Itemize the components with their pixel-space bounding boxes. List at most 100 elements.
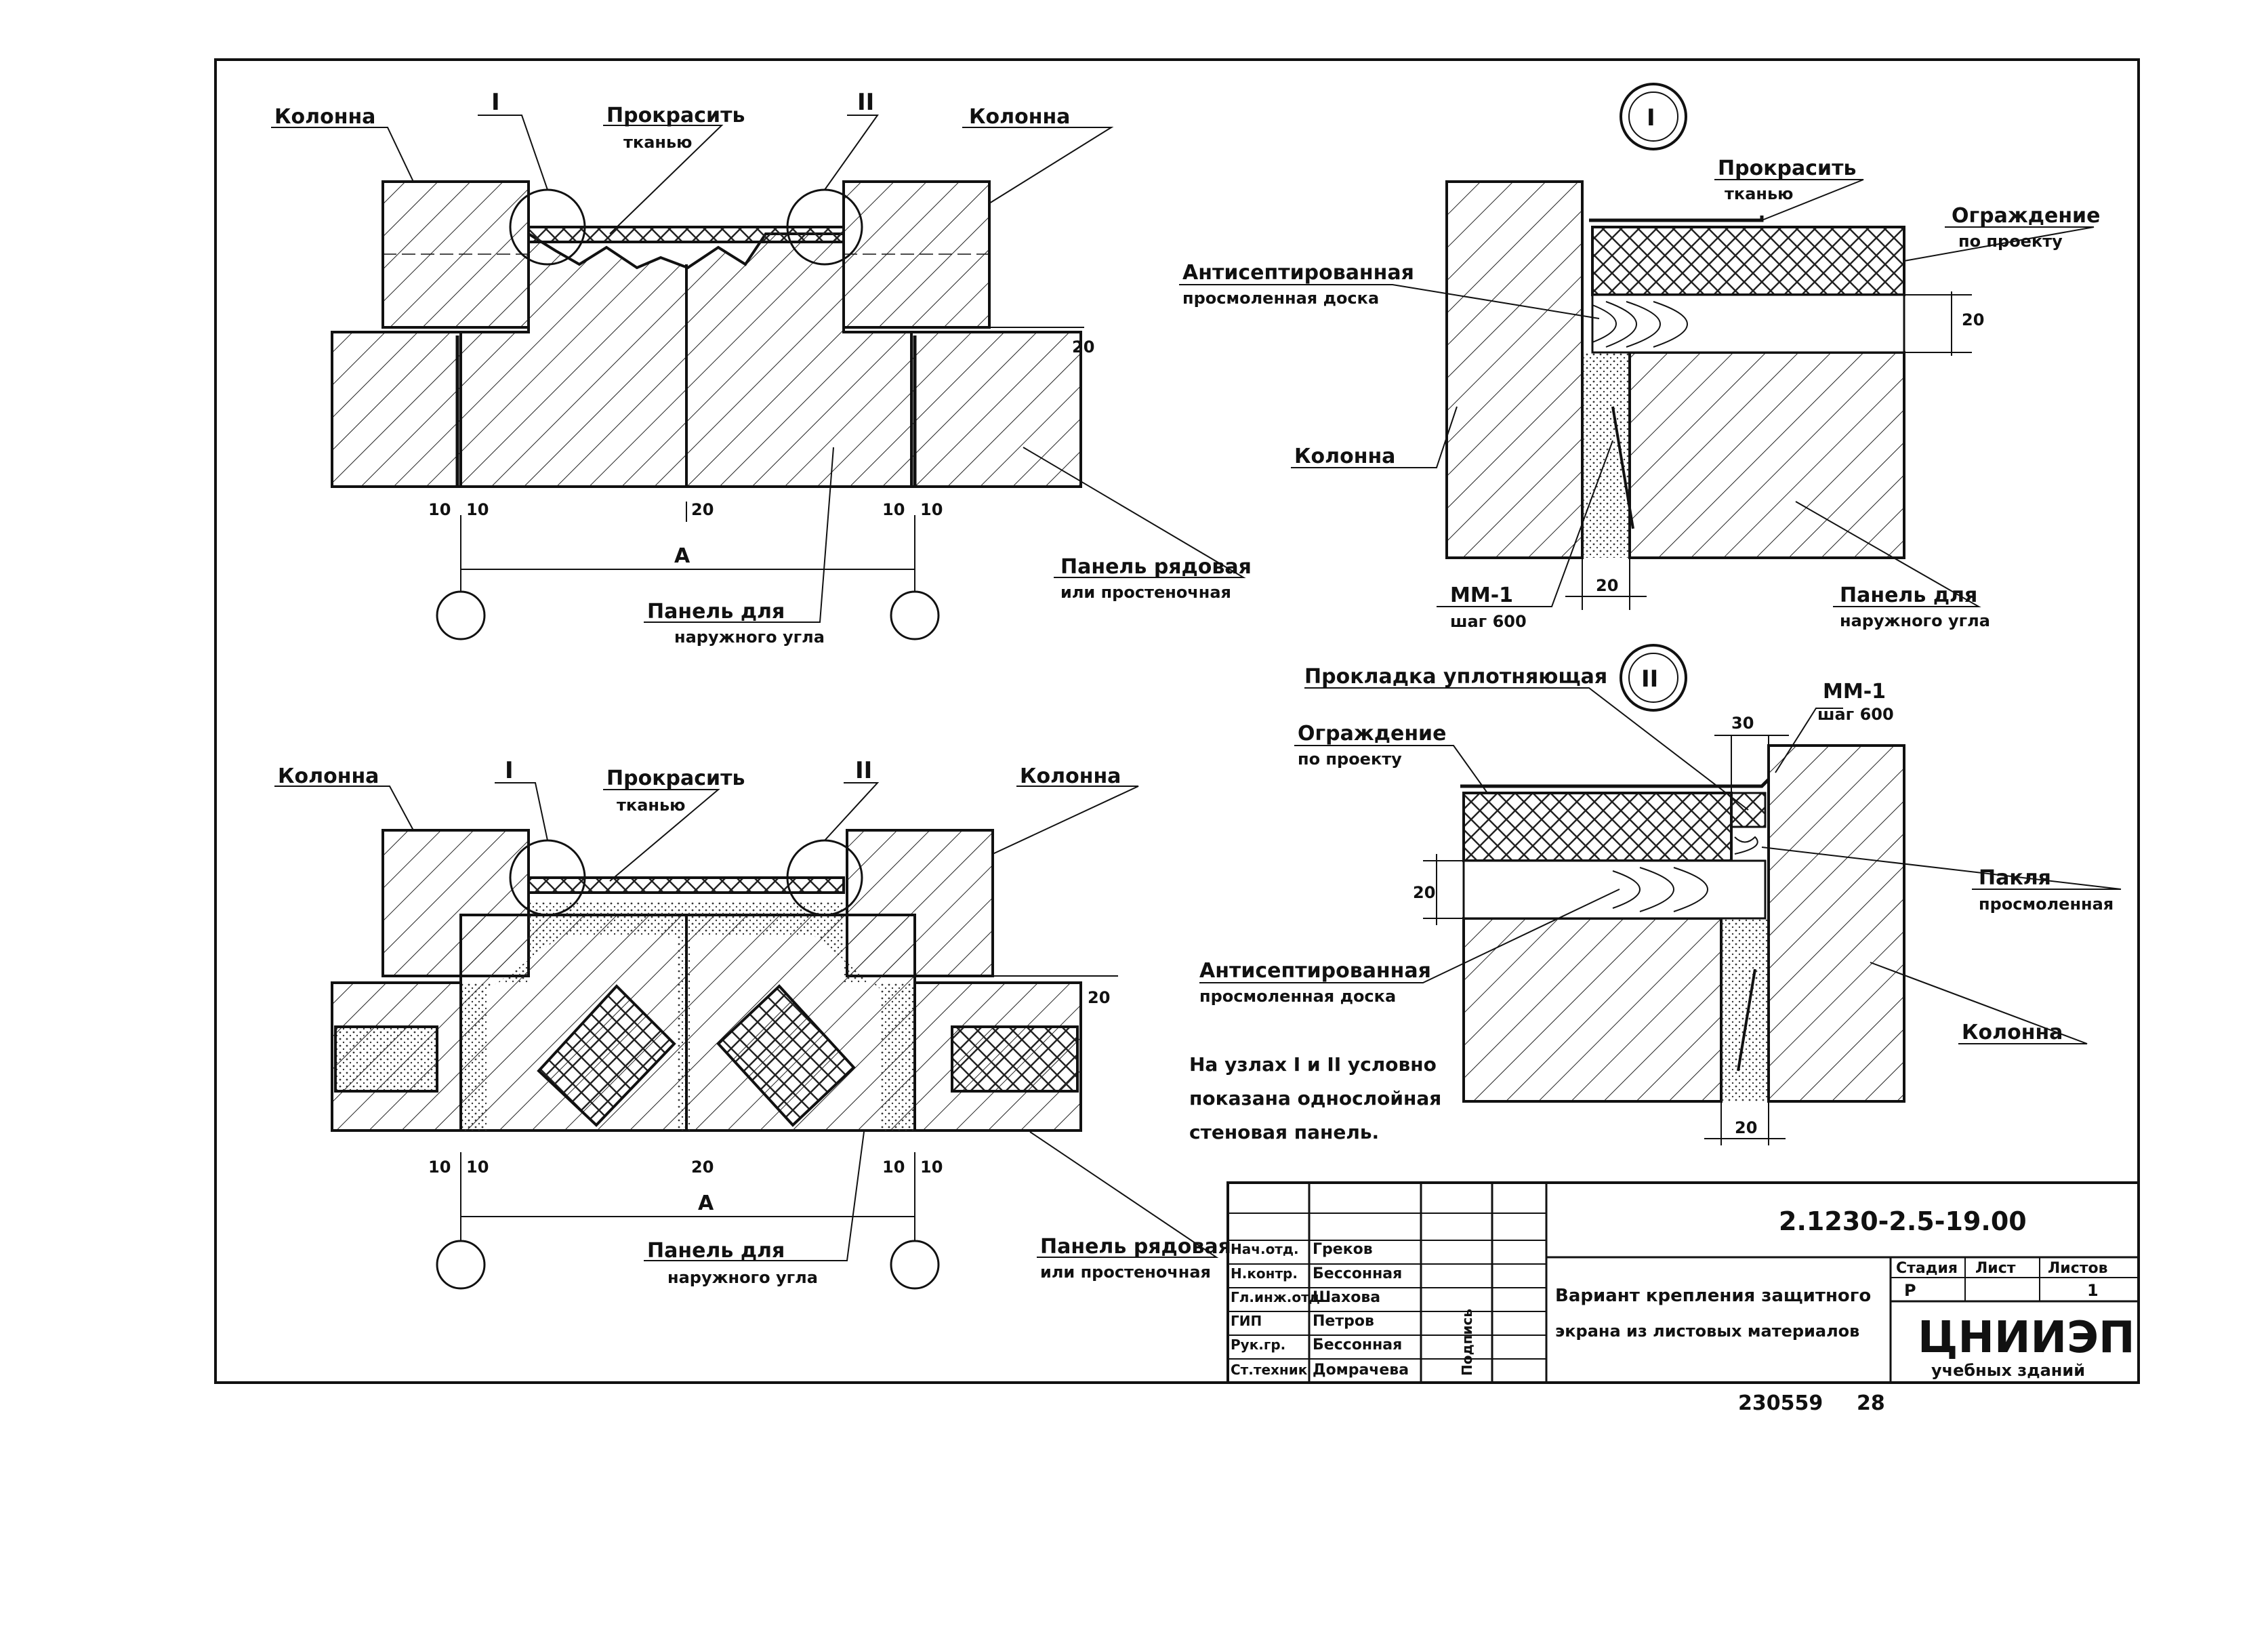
detail-1-dim-20-bottom: 20 [1596,576,1618,595]
dim-20-right: 20 [1072,338,1094,356]
detail-2-fence-2: по проекту [1298,750,1402,769]
header-sheet: Лист [1975,1260,2016,1277]
name-2: Шахова [1313,1289,1380,1306]
detail-2-mm-1: ММ-1 [1823,680,1886,704]
detail-1-panel-2: наружного угла [1840,611,1990,630]
detail-2-column [1767,744,1905,1103]
detail-1-mm-2: шаг 600 [1450,612,1527,631]
label-panel-row-1-b: Панель рядовая [1040,1235,1231,1259]
detail-2-fence [1462,792,1733,862]
label-strip-1-b: Прокрасить [606,767,745,790]
label-panel-corner-1: Панель для [647,600,785,624]
value-stage: Р [1904,1281,1916,1300]
value-sheets: 1 [2087,1281,2099,1300]
detail-2-dim-20-left: 20 [1413,883,1435,902]
row-panel-left [331,331,462,488]
role-1: Н.контр. [1231,1265,1298,1282]
dim-20-b: 20 [691,1158,714,1177]
detail-2-gasket-label: Прокладка уплотняющая [1304,665,1607,689]
dim-10b-b: 10 [466,1158,489,1177]
detail-2-tow-1: Пакля [1979,866,2051,890]
dim-10c: 10 [882,500,905,519]
dim-10d-b: 10 [920,1158,943,1177]
role-2: Гл.инж.отд. [1231,1289,1325,1305]
detail-2-panel [1462,917,1723,1103]
detail-1-fence [1591,226,1905,296]
bottom-plan: Колонна Колонна I II Прокрасить тканью П… [274,757,1441,1290]
detail-1-mm-1: ММ-1 [1450,584,1513,607]
label-panel-corner-1-b: Панель для [647,1239,785,1263]
dim-10c-b: 10 [882,1158,905,1177]
dim-A: А [674,544,690,568]
detail-1-column [1445,180,1584,559]
org-name: ЦНИИЭП [1918,1313,2135,1363]
label-column-left: Колонна [274,105,375,129]
axis-bubble-left-b [436,1240,486,1290]
detail-2-board-1: Антисептированная [1199,959,1431,983]
label-strip-1: Прокрасить [606,104,745,127]
detail-1-fence-2: по проекту [1958,232,2063,251]
name-1: Бессонная [1313,1265,1402,1282]
label-column-right: Колонна [969,105,1070,129]
label-panel-corner-2: наружного угла [674,628,825,647]
detail-1-marker-circle [1620,83,1687,150]
org-subtitle: учебных зданий [1931,1361,2085,1380]
detail-1-strip-1: Прокрасить [1718,157,1856,180]
protective-strip-b [527,876,845,894]
detail-1-panel-1: Панель для [1840,584,1977,607]
dim-20-right-b: 20 [1088,988,1110,1007]
label-panel-row-1: Панель рядовая [1060,555,1252,579]
page-number: 28 [1857,1391,1885,1415]
label-panel-row-2: или простеночная [1060,583,1231,602]
detail-1-mortar [1582,352,1630,558]
note-line-2: показана однослойная [1189,1087,1441,1109]
detail-2-marker-circle [1620,644,1687,712]
signature-header: Подпись [1459,1309,1475,1376]
detail-1-board-1: Антисептированная [1182,261,1414,285]
title-line-1: Вариант крепления защитного [1555,1286,1871,1306]
name-3: Петров [1313,1313,1374,1330]
marker-1-b: I [505,757,514,784]
dim-10a: 10 [428,500,451,519]
label-column-right-b: Колонна [1020,765,1121,788]
detail-1: I Прокрасить тканью Ограждение по проект… [1179,83,2100,631]
detail-2-mm-2: шаг 600 [1817,705,1894,724]
dim-20: 20 [691,500,714,519]
header-stage: Стадия [1896,1260,1958,1277]
detail-1-column-label: Колонна [1294,445,1395,468]
role-3: ГИП [1231,1313,1262,1329]
insulation-diamond-right [716,984,856,1127]
detail-1-board [1591,293,1905,354]
detail-2-mortar [1721,918,1769,1101]
axis-bubble-right [890,590,940,640]
role-0: Нач.отд. [1231,1241,1299,1257]
detail-1-board-2: просмоленная доска [1182,289,1379,308]
label-strip-2: тканью [623,133,692,152]
detail-1-dim-20-right: 20 [1962,310,1984,329]
top-plan: Колонна Колонна I II Прокрасить тканью П… [271,89,1252,647]
detail-2-board [1462,859,1767,920]
title-block: Нач.отд. Н.контр. Гл.инж.отд. ГИП Рук.гр… [1226,1181,2140,1384]
marker-2-b: II [855,757,872,784]
dim-A-b: А [698,1191,714,1215]
dim-10b: 10 [466,500,489,519]
role-5: Ст.техник [1231,1362,1308,1378]
detail-2: II Прокладка уплотняющая Ограждение по п… [1199,644,2122,1145]
axis-bubble-left [436,590,486,640]
detail-2-board-2: просмоленная доска [1199,987,1396,1006]
dim-10a-b: 10 [428,1158,451,1177]
row-panel-right [910,331,1082,488]
drawing-code: 2.1230-2.5-19.00 [1779,1206,2027,1236]
name-0: Греков [1313,1241,1373,1258]
insulation-left [334,1025,438,1093]
note-line-1: На узлах I и II условно [1189,1053,1437,1076]
marker-2: II [857,89,874,116]
detail-2-fence-1: Ограждение [1298,722,1446,746]
detail-2-marker: II [1641,666,1658,693]
detail-2-column-label: Колонна [1962,1021,2063,1044]
sheet-frame [214,58,2140,1384]
role-4: Рук.гр. [1231,1337,1285,1353]
name-4: Бессонная [1313,1337,1402,1353]
detail-2-tow-2: просмоленная [1979,895,2114,914]
